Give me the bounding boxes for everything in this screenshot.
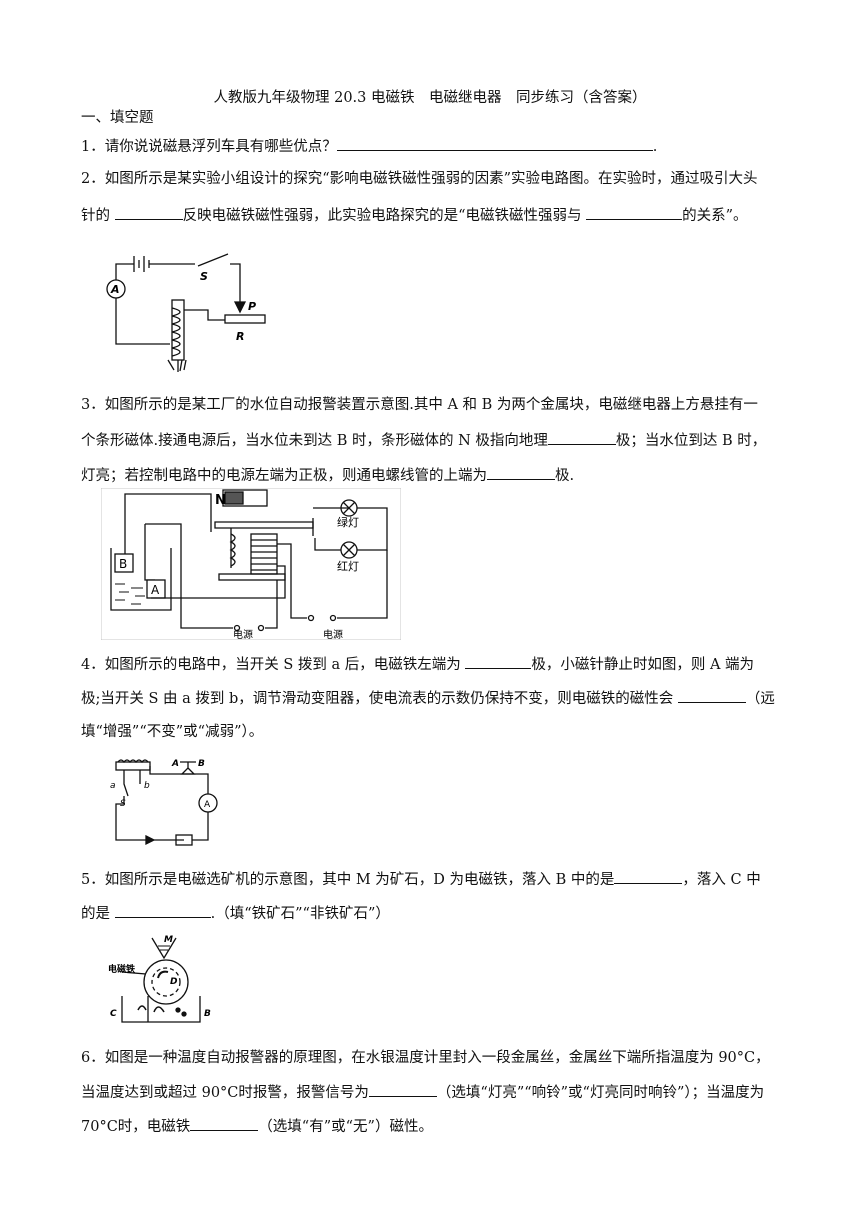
q3-text-d: 极. xyxy=(555,468,575,484)
q3-text-c: 灯亮；若控制电路中的电源左端为正极，则通电螺线管的上端为 xyxy=(81,468,487,484)
q3-text-b: 极；当水位到达 B 时， xyxy=(615,433,767,449)
q4-text-a: 4．如图所示的电路中，当开关 S 拨到 a 后，电磁铁左端为 xyxy=(81,657,466,673)
q4-blank-2[interactable] xyxy=(677,688,746,703)
q6-blank-2[interactable] xyxy=(190,1116,259,1131)
q5-ore-m-label: M xyxy=(164,935,173,945)
q3-blank-1[interactable] xyxy=(547,430,616,445)
q3-power-2-label: 电源 xyxy=(323,628,343,640)
q2-ammeter-label: A xyxy=(110,283,120,296)
q5-text-a: 5．如图所示是电磁选矿机的示意图，其中 M 为矿石，D 为电磁铁，落入 B 中的… xyxy=(81,872,615,888)
question-2-line-1: 2．如图所示是某实验小组设计的探究“影响电磁铁磁性强弱的因素”实验电路图。在实验… xyxy=(81,171,758,187)
q5-bin-c-label: C xyxy=(110,1009,117,1019)
q5-blank-1[interactable] xyxy=(614,869,683,884)
q5-electromagnet-label: 电磁铁 xyxy=(108,963,135,975)
question-5-line-2: 的是 .（填“铁矿石”“非铁矿石”） xyxy=(81,903,390,924)
question-4-line-2: 极;当开关 S 由 a 拨到 b，调节滑动变阻器，使电流表的示数仍保持不变，则电… xyxy=(81,688,775,709)
question-1: 1．请你说说磁悬浮列车具有哪些优点？. xyxy=(81,136,657,157)
q1-end: . xyxy=(652,139,658,155)
q3-green-lamp-label: 绿灯 xyxy=(337,515,359,529)
q4-blank-1[interactable] xyxy=(465,654,532,669)
question-3-line-1: 3．如图所示的是某工厂的水位自动报警装置示意图.其中 A 和 B 为两个金属块，… xyxy=(81,397,758,413)
q3-red-lamp-label: 红灯 xyxy=(337,560,359,573)
page-title: 人教版九年级物理 20.3 电磁铁 电磁继电器 同步练习（含答案） xyxy=(213,90,647,106)
q6-text-d: （选填“有”或“无”）磁性。 xyxy=(258,1119,433,1135)
q5-ore-separator-diagram: M 电磁铁 D C B xyxy=(108,935,211,1023)
q4-needle-a-label: A xyxy=(171,759,179,769)
question-2-line-2: 针的 反映电磁铁磁性强弱，此实验电路探究的是“电磁铁磁性强弱与 的关系”。 xyxy=(81,205,748,226)
q6-blank-1[interactable] xyxy=(368,1082,437,1097)
section-heading: 一、填空题 xyxy=(81,110,154,126)
q2-slider-label: P xyxy=(248,300,256,313)
q2-blank-2[interactable] xyxy=(586,205,683,220)
q6-text-c: 70°C时，电磁铁 xyxy=(81,1119,191,1135)
q4-needle-b-label: B xyxy=(198,759,205,769)
q5-blank-2[interactable] xyxy=(114,903,211,918)
q5-text-c: 的是 xyxy=(81,906,115,922)
question-3-line-3: 灯亮；若控制电路中的电源左端为正极，则通电螺线管的上端为 极. xyxy=(81,465,574,486)
q4-contact-a-label: a xyxy=(110,781,116,791)
q6-text-a: 当温度达到或超过 90°C时报警，报警信号为 xyxy=(81,1085,369,1101)
q2-blank-1[interactable] xyxy=(114,205,183,220)
q2-rheostat-label: R xyxy=(236,330,244,343)
q3-text-a: 个条形磁体.接通电源后，当水位未到达 B 时，条形磁体的 N 极指向地理 xyxy=(81,433,548,449)
q2-text-a: 针的 xyxy=(81,208,115,224)
q5-text-b: ，落入 C 中 xyxy=(682,872,761,888)
q3-alarm-diagram: N 绿灯 红灯 B A 电源 电源 xyxy=(101,488,401,640)
q6-text-b: （选填“灯亮”“响铃”或“灯亮同时响铃”）；当温度为 xyxy=(436,1085,765,1101)
q4-contact-b-label: b xyxy=(144,781,150,791)
question-6-line-3: 70°C时，电磁铁 （选填“有”或“无”）磁性。 xyxy=(81,1116,433,1137)
question-3-line-2: 个条形磁体.接通电源后，当水位未到达 B 时，条形磁体的 N 极指向地理 极；当水… xyxy=(81,430,766,451)
q3-power-1-label: 电源 xyxy=(233,628,253,640)
question-4-line-3: 填“增强”“不变”或“减弱”）。 xyxy=(81,724,264,740)
q2-switch-label: S xyxy=(200,270,208,283)
question-6-line-2: 当温度达到或超过 90°C时报警，报警信号为 （选填“灯亮”“响铃”或“灯亮同时响… xyxy=(81,1082,764,1103)
q4-text-d: （远 xyxy=(745,691,775,707)
q1-text: 1．请你说说磁悬浮列车具有哪些优点？ xyxy=(81,139,337,155)
q5-bin-b-label: B xyxy=(204,1009,211,1019)
q2-text-b: 反映电磁铁磁性强弱，此实验电路探究的是“电磁铁磁性强弱与 xyxy=(182,208,587,224)
q3-block-a-label: A xyxy=(151,583,160,597)
question-4-line-1: 4．如图所示的电路中，当开关 S 拨到 a 后，电磁铁左端为 极，小磁针静止时如… xyxy=(81,654,754,675)
q1-answer-blank[interactable] xyxy=(336,136,653,151)
q4-text-c: 极;当开关 S 由 a 拨到 b，调节滑动变阻器，使电流表的示数仍保持不变，则电… xyxy=(81,691,678,707)
question-5-line-1: 5．如图所示是电磁选矿机的示意图，其中 M 为矿石，D 为电磁铁，落入 B 中的… xyxy=(81,869,761,890)
q4-switch-label: S xyxy=(120,799,126,809)
q4-text-b: 极，小磁针静止时如图，则 A 端为 xyxy=(531,657,755,673)
q5-text-d: .（填“铁矿石”“非铁矿石”） xyxy=(210,906,390,922)
q3-block-b-label: B xyxy=(119,557,127,571)
q3-blank-2[interactable] xyxy=(487,465,555,480)
q2-text-c: 的关系”。 xyxy=(682,208,748,224)
q3-magnet-n-label: N xyxy=(215,493,226,508)
q2-circuit-diagram: A S P R xyxy=(106,253,266,372)
q4-ammeter-label: A xyxy=(204,800,211,810)
q5-drum-d-label: D xyxy=(170,977,178,987)
question-6-line-1: 6．如图是一种温度自动报警器的原理图，在水银温度计里封入一段金属丝，金属丝下端所… xyxy=(81,1050,770,1066)
q4-circuit-diagram: A B a b S A xyxy=(110,759,218,846)
